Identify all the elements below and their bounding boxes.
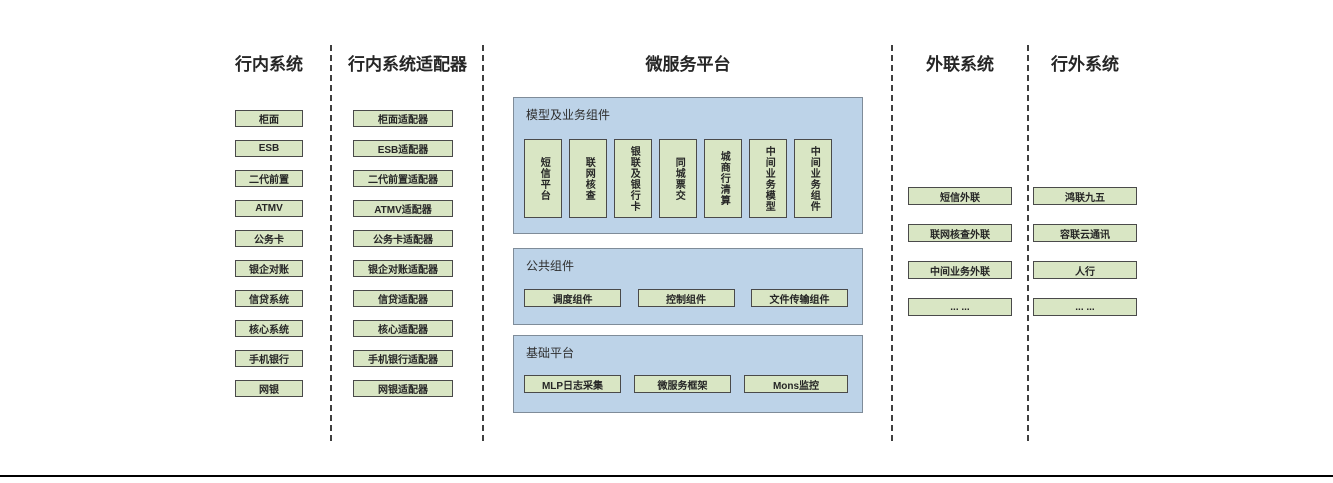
adapter-box: 信贷适配器 <box>353 290 453 307</box>
dashed-divider <box>1027 45 1029 443</box>
system-box: 鸿联九五 <box>1033 187 1137 205</box>
group-title: 公共组件 <box>526 259 575 273</box>
component-box: 同城票交 <box>659 139 697 218</box>
dashed-divider <box>482 45 484 443</box>
component-box: 微服务框架 <box>634 375 731 393</box>
component-box: Mons监控 <box>744 375 848 393</box>
group-title: 基础平台 <box>526 346 575 360</box>
internal-systems-list: 柜面 ESB 二代前置 ATMV 公务卡 银企对账 信贷系统 核心系统 手机银行… <box>235 110 303 397</box>
adapter-box: 网银适配器 <box>353 380 453 397</box>
component-box: 短信平台 <box>524 139 562 218</box>
adapter-box: 银企对账适配器 <box>353 260 453 277</box>
component-box: MLP日志采集 <box>524 375 621 393</box>
adapter-box: ESB适配器 <box>353 140 453 157</box>
component-box: 中间业务模型 <box>749 139 787 218</box>
external-systems-list: 鸿联九五 容联云通讯 人行 ... ... <box>1033 187 1137 316</box>
group-model-business-components: 模型及业务组件 短信平台 联网核查 银联及银行卡 同城票交 城商行清算 中间业务… <box>513 97 863 234</box>
group-common-components: 公共组件 调度组件 控制组件 文件传输组件 <box>513 248 863 325</box>
system-box: 核心系统 <box>235 320 303 337</box>
dashed-divider <box>891 45 893 443</box>
system-box: 手机银行 <box>235 350 303 367</box>
dashed-divider <box>330 45 332 443</box>
vertical-component-row: 短信平台 联网核查 银联及银行卡 同城票交 城商行清算 中间业务模型 中间业务组… <box>524 139 832 218</box>
column-title-internal-systems: 行内系统 <box>235 55 303 74</box>
internal-adapters-list: 柜面适配器 ESB适配器 二代前置适配器 ATMV适配器 公务卡适配器 银企对账… <box>353 110 453 397</box>
component-row: MLP日志采集 微服务框架 Mons监控 <box>524 375 848 393</box>
adapter-box: 柜面适配器 <box>353 110 453 127</box>
system-box: ATMV <box>235 200 303 217</box>
component-box: 银联及银行卡 <box>614 139 652 218</box>
system-box: 中间业务外联 <box>908 261 1012 279</box>
system-box: ... ... <box>908 298 1012 316</box>
column-title-outreach-systems: 外联系统 <box>926 55 994 74</box>
adapter-box: 核心适配器 <box>353 320 453 337</box>
system-box: 柜面 <box>235 110 303 127</box>
adapter-box: 公务卡适配器 <box>353 230 453 247</box>
component-box: 中间业务组件 <box>794 139 832 218</box>
adapter-box: 手机银行适配器 <box>353 350 453 367</box>
system-box: 容联云通讯 <box>1033 224 1137 242</box>
system-box: 公务卡 <box>235 230 303 247</box>
column-title-microservice-platform: 微服务平台 <box>645 55 731 74</box>
adapter-box: 二代前置适配器 <box>353 170 453 187</box>
system-box: 短信外联 <box>908 187 1012 205</box>
column-title-internal-adapters: 行内系统适配器 <box>348 55 467 74</box>
system-box: ESB <box>235 140 303 157</box>
adapter-box: ATMV适配器 <box>353 200 453 217</box>
system-box: 银企对账 <box>235 260 303 277</box>
component-box: 城商行清算 <box>704 139 742 218</box>
bottom-rule <box>0 475 1333 477</box>
component-box: 联网核查 <box>569 139 607 218</box>
system-box: 信贷系统 <box>235 290 303 307</box>
component-box: 文件传输组件 <box>751 289 848 307</box>
system-box: 二代前置 <box>235 170 303 187</box>
system-box: ... ... <box>1033 298 1137 316</box>
component-row: 调度组件 控制组件 文件传输组件 <box>524 289 848 307</box>
component-box: 控制组件 <box>637 289 735 307</box>
system-box: 人行 <box>1033 261 1137 279</box>
system-box: 联网核查外联 <box>908 224 1012 242</box>
column-title-external-systems: 行外系统 <box>1051 55 1119 74</box>
group-title: 模型及业务组件 <box>526 108 611 122</box>
system-box: 网银 <box>235 380 303 397</box>
outreach-systems-list: 短信外联 联网核查外联 中间业务外联 ... ... <box>908 187 1012 316</box>
component-box: 调度组件 <box>524 289 621 307</box>
group-base-platform: 基础平台 MLP日志采集 微服务框架 Mons监控 <box>513 335 863 413</box>
